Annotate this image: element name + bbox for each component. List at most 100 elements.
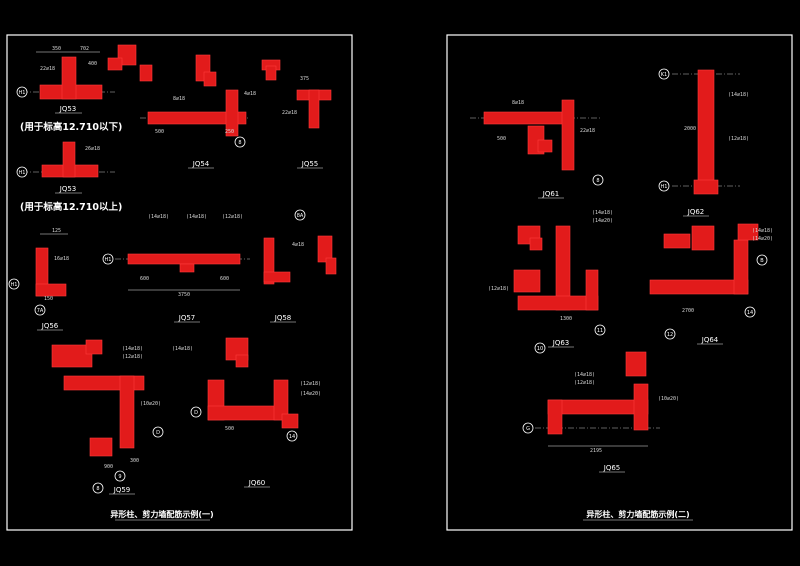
- dim-label: 900: [104, 464, 113, 470]
- rebar-label: (14⌀20): [300, 391, 321, 397]
- axis-label: H1: [19, 170, 26, 176]
- axis-bubble: [592, 174, 604, 186]
- dim-label: 300: [130, 458, 139, 464]
- axis-bubble: [16, 86, 28, 98]
- dim-label: 3750: [178, 292, 190, 298]
- detail-label: JQ59: [113, 486, 130, 494]
- detail-label: JQ62: [687, 208, 704, 216]
- axis-bubble: [286, 430, 298, 442]
- detail-label: JQ53: [59, 185, 76, 193]
- sheet-2-frame: [446, 34, 793, 531]
- axis-label: 9: [118, 474, 121, 480]
- axis-bubble: [102, 253, 114, 265]
- axis-label: D: [194, 410, 198, 416]
- axis-bubble: [664, 328, 676, 340]
- rebar-label: 22⌀18: [282, 110, 297, 116]
- axis-bubble: [522, 422, 534, 434]
- axis-label: B: [760, 258, 764, 264]
- axis-label: 8: [96, 486, 99, 492]
- rebar-label: 4⌀18: [244, 91, 256, 97]
- detail-jq63: (14⌀18) (14⌀20) (12⌀18) 1300 10 11 JQ63: [488, 210, 613, 354]
- detail-jq53-upper: 350 702 22⌀18 400 H1 JQ53: [16, 44, 153, 114]
- detail-jq62: (14⌀18) (12⌀18) 2000 K1 H1 JQ62: [658, 68, 749, 217]
- detail-jq61: 8⌀18 22⌀18 500 8 JQ61: [470, 99, 604, 199]
- dim-label: 500: [497, 136, 506, 142]
- detail-label: JQ64: [701, 336, 719, 344]
- detail-label: JQ53: [59, 105, 76, 113]
- axis-label: 14: [747, 310, 753, 316]
- axis-label: 10: [537, 346, 543, 352]
- axis-label: H1: [661, 184, 668, 190]
- rebar-label: (10⌀20): [658, 396, 679, 402]
- axis-label: D: [156, 430, 160, 436]
- rebar-label: (10⌀20): [140, 401, 161, 407]
- dim-label: 150: [44, 296, 53, 302]
- rebar-label: (14⌀18): [752, 228, 773, 234]
- axis-label: 12: [667, 332, 673, 338]
- rebar-label: (14⌀18): [574, 372, 595, 378]
- axis-bubble: [234, 136, 246, 148]
- rebar-label: (12⌀18): [728, 136, 749, 142]
- detail-label: JQ63: [552, 339, 569, 347]
- rebar-label: (14⌀18): [122, 346, 143, 352]
- axis-bubble: [92, 482, 104, 494]
- axis-label: G: [526, 426, 530, 432]
- rebar-label: (12⌀18): [300, 381, 321, 387]
- rebar-label: 22⌀18: [40, 66, 55, 72]
- detail-jq53-lower: 26⌀18 H1 JQ53: [16, 141, 115, 194]
- dim-label: 500: [155, 129, 164, 135]
- axis-bubble: [658, 68, 670, 80]
- rebar-label: (12⌀18): [122, 354, 143, 360]
- rebar-label: (14⌀20): [592, 218, 613, 224]
- detail-label: JQ58: [274, 314, 291, 322]
- rebar-label: 8⌀18: [512, 100, 524, 106]
- detail-jq58: 8A 4⌀18 JQ58: [263, 209, 337, 323]
- dim-label: 2195: [590, 448, 602, 454]
- rebar-label: (14⌀18): [148, 214, 169, 220]
- rebar-label: (14⌀18): [728, 92, 749, 98]
- dim-label: 500: [225, 426, 234, 432]
- dim-label: 250: [225, 129, 234, 135]
- axis-label: 11: [597, 328, 603, 334]
- rebar-label: 22⌀18: [580, 128, 595, 134]
- axis-bubble: [534, 342, 546, 354]
- detail-jq57: (14⌀18) (14⌀18) (12⌀18) 600 600 3750 H1 …: [102, 214, 250, 323]
- sheet-1-title: 异形柱、剪力墙配筋示例(一): [110, 509, 213, 519]
- rebar-label: (14⌀20): [752, 236, 773, 242]
- detail-jq65: (14⌀18) (12⌀18) (10⌀20) 2195 G JQ65: [522, 351, 679, 473]
- detail-jq64: (14⌀18) (14⌀20) 2700 B 12 14 JQ64: [649, 223, 773, 345]
- axis-bubble: [658, 180, 670, 192]
- rebar-label: 8⌀18: [173, 96, 185, 102]
- sheet-2-title: 异形柱、剪力墙配筋示例(二): [586, 509, 689, 519]
- detail-jq56: 125 16⌀18 150 H1 7A JQ56: [8, 228, 69, 331]
- axis-bubble: [8, 278, 20, 290]
- dim-label: 125: [52, 228, 61, 234]
- axis-label: 14: [289, 434, 295, 440]
- axis-bubble: [744, 306, 756, 318]
- rebar-label: (14⌀18): [172, 346, 193, 352]
- axis-label: K1: [661, 72, 667, 78]
- detail-jq59: (14⌀18) (12⌀18) (10⌀20) 300 900 D 9 8 JQ…: [51, 339, 164, 495]
- dim-label: 702: [80, 46, 89, 52]
- detail-label: JQ65: [603, 464, 620, 472]
- rebar-label: 16⌀18: [54, 256, 69, 262]
- detail-label: JQ61: [542, 190, 559, 198]
- rebar-label: (12⌀18): [222, 214, 243, 220]
- detail-jq55: 375 22⌀18 JQ55: [261, 59, 332, 169]
- detail-label: JQ55: [301, 160, 318, 168]
- dim-label: 2700: [682, 308, 694, 314]
- rebar-label: 26⌀18: [85, 146, 100, 152]
- axis-bubble: [152, 426, 164, 438]
- axis-label: 7A: [37, 308, 44, 314]
- axis-label: 8: [596, 178, 599, 184]
- axis-bubble: [34, 304, 46, 316]
- axis-label: 8: [238, 140, 241, 146]
- axis-bubble: [190, 406, 202, 418]
- note-above: (用于标高12.710以上): [20, 201, 122, 213]
- rebar-label: (12⌀18): [488, 286, 509, 292]
- axis-bubble: [294, 209, 306, 221]
- axis-label: H1: [105, 257, 112, 263]
- detail-label: JQ56: [41, 322, 59, 330]
- sheet-1-frame: [6, 34, 353, 531]
